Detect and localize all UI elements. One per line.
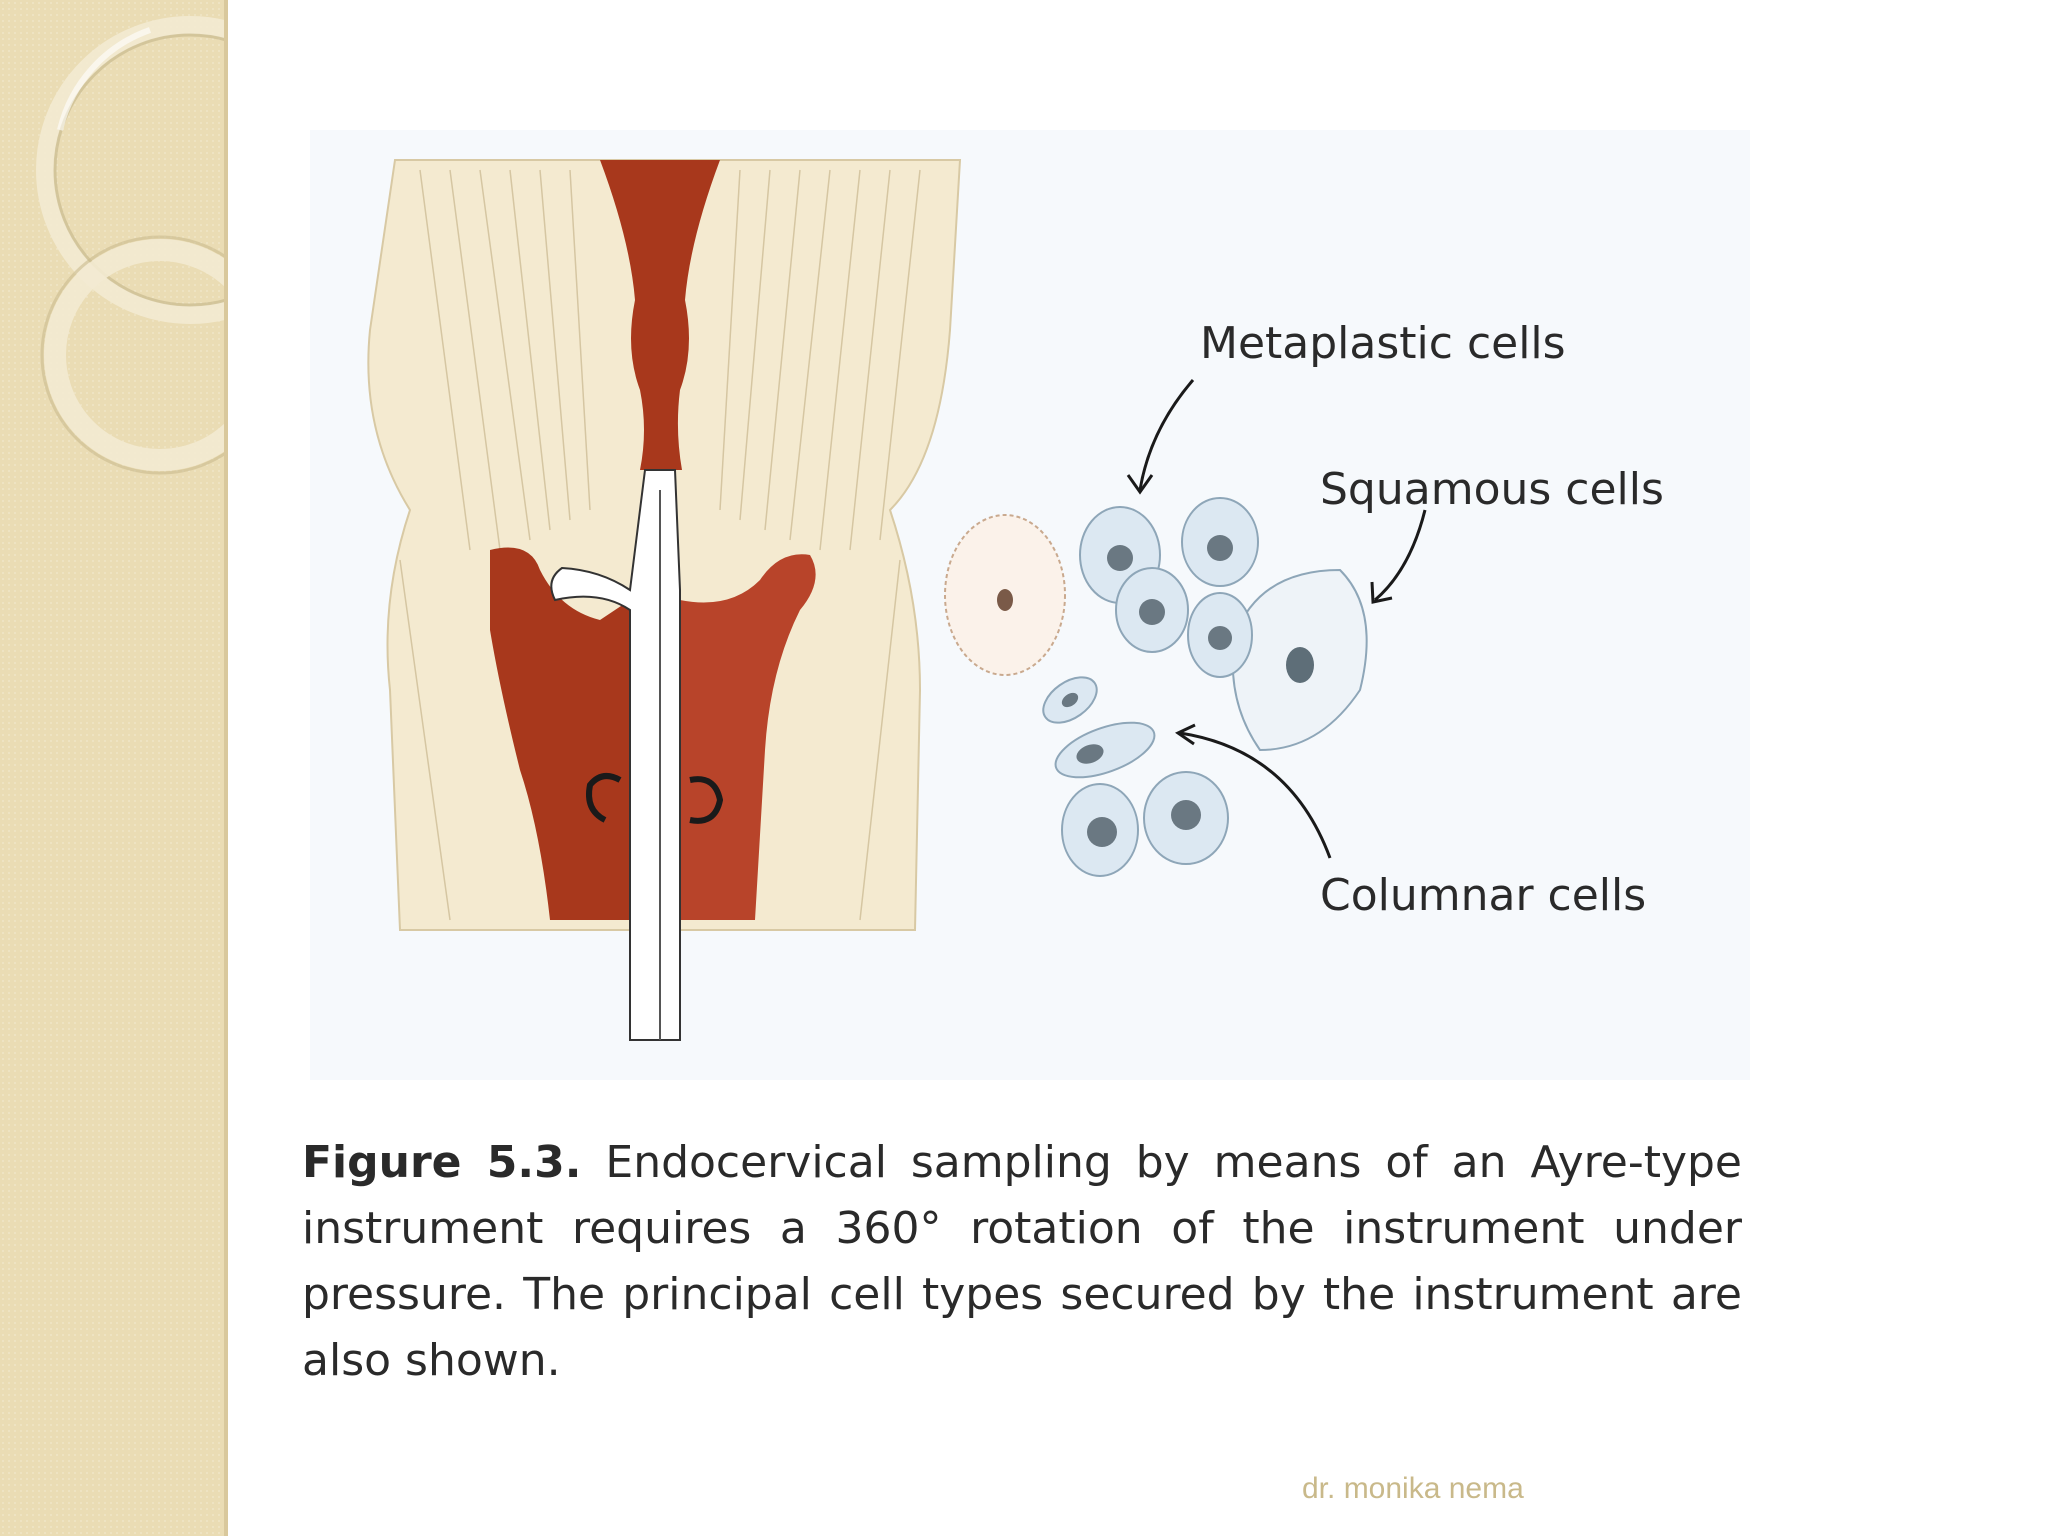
- cell-nucleus: [1061, 692, 1079, 708]
- squamous-arrowhead: [1370, 581, 1393, 604]
- endocervical-canal: [600, 160, 720, 470]
- pointer-arrows: [1126, 379, 1427, 859]
- rotation-arrow-left: [586, 773, 622, 823]
- cell-nucleus: [1286, 647, 1314, 683]
- sidebar-edge: [224, 0, 228, 1536]
- columnar-cell: [1054, 721, 1156, 779]
- metaplastic-arrow: [1138, 379, 1195, 491]
- columnar-arrow: [1179, 731, 1332, 859]
- footer-author: dr. monika nema: [1302, 1472, 1524, 1505]
- decorative-sidebar: [0, 0, 228, 1536]
- ectocervix-right: [675, 554, 816, 920]
- cell-nucleus: [1208, 626, 1232, 650]
- decorative-rings: [36, 16, 228, 475]
- figure-caption: Figure 5.3. Endocervical sampling by mea…: [302, 1130, 1742, 1394]
- ectocervix-left: [490, 547, 640, 920]
- tissue-striations: [399, 169, 921, 921]
- label-squamous-cells: Squamous cells: [1320, 464, 1664, 515]
- cell-nucleus: [997, 589, 1013, 611]
- cell-cluster: [944, 497, 1368, 877]
- rotation-arrow-right: [689, 776, 724, 824]
- ayre-spatula: [550, 469, 681, 1041]
- cell-nucleus: [1107, 545, 1133, 571]
- label-metaplastic-cells: Metaplastic cells: [1200, 318, 1566, 369]
- caption-text: Endocervical sampling by means of an Ayr…: [302, 1137, 1742, 1386]
- cervix-illustration: [367, 159, 962, 1041]
- cell-nucleus: [1207, 535, 1233, 561]
- squamous-arrow: [1374, 509, 1427, 602]
- caption-figure-label: Figure 5.3.: [302, 1137, 582, 1188]
- label-columnar-cells: Columnar cells: [1320, 870, 1646, 921]
- cell-nucleus: [1139, 599, 1165, 625]
- endocervical-sampling-figure: Metaplastic cells Squamous cells Columna…: [310, 130, 1750, 1080]
- columnar-arrowhead: [1174, 723, 1196, 746]
- cell-nucleus: [1087, 817, 1117, 847]
- cell-nucleus: [1076, 744, 1104, 764]
- metaplastic-arrowhead: [1126, 474, 1154, 495]
- cell-nucleus: [1171, 800, 1201, 830]
